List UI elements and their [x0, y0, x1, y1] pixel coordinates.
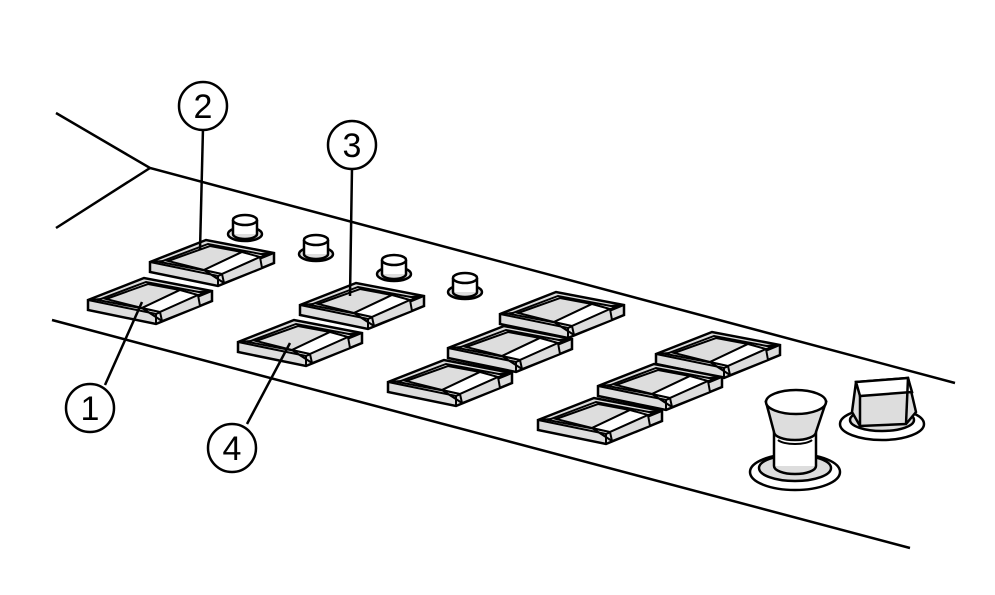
rocker-switch-4 [236, 318, 364, 368]
rocker-switch-2 [148, 238, 276, 288]
svg-text:4: 4 [223, 430, 242, 468]
joystick-knob [748, 388, 842, 492]
switch-group-1 [86, 238, 276, 326]
rocker-switch-3 [298, 281, 426, 331]
svg-text:3: 3 [343, 127, 362, 165]
callout-1: 1 [64, 382, 116, 434]
panel-outline [51, 111, 956, 550]
leader-lines [103, 127, 354, 425]
callout-4: 4 [206, 422, 258, 474]
callout-3: 3 [326, 119, 378, 171]
callout-2: 2 [177, 80, 229, 132]
rotary-knob [838, 376, 926, 442]
switch-group-4 [536, 330, 782, 446]
switch-group-2 [236, 281, 426, 368]
switch-group-3 [386, 290, 626, 408]
rocker-switch-1 [86, 276, 214, 326]
svg-text:2: 2 [194, 88, 213, 126]
svg-text:1: 1 [81, 390, 100, 428]
